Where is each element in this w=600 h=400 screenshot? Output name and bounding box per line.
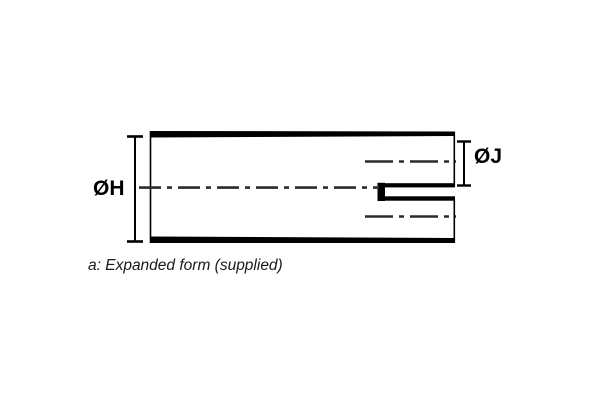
outer-diameter-label: ØH — [93, 177, 125, 200]
dimension-oj — [457, 140, 471, 187]
tube-body — [149, 131, 456, 243]
slot-lower-wall — [378, 196, 455, 201]
slot-upper-wall — [378, 183, 455, 188]
figure-caption: a: Expanded form (supplied) — [88, 257, 283, 274]
inner-bore-slot — [377, 182, 455, 201]
tube-top-wall — [150, 131, 455, 138]
tube-bottom-wall — [150, 236, 455, 243]
slot-end-cap — [377, 182, 385, 201]
dimension-oh — [127, 135, 143, 243]
inner-diameter-label: ØJ — [474, 145, 503, 168]
